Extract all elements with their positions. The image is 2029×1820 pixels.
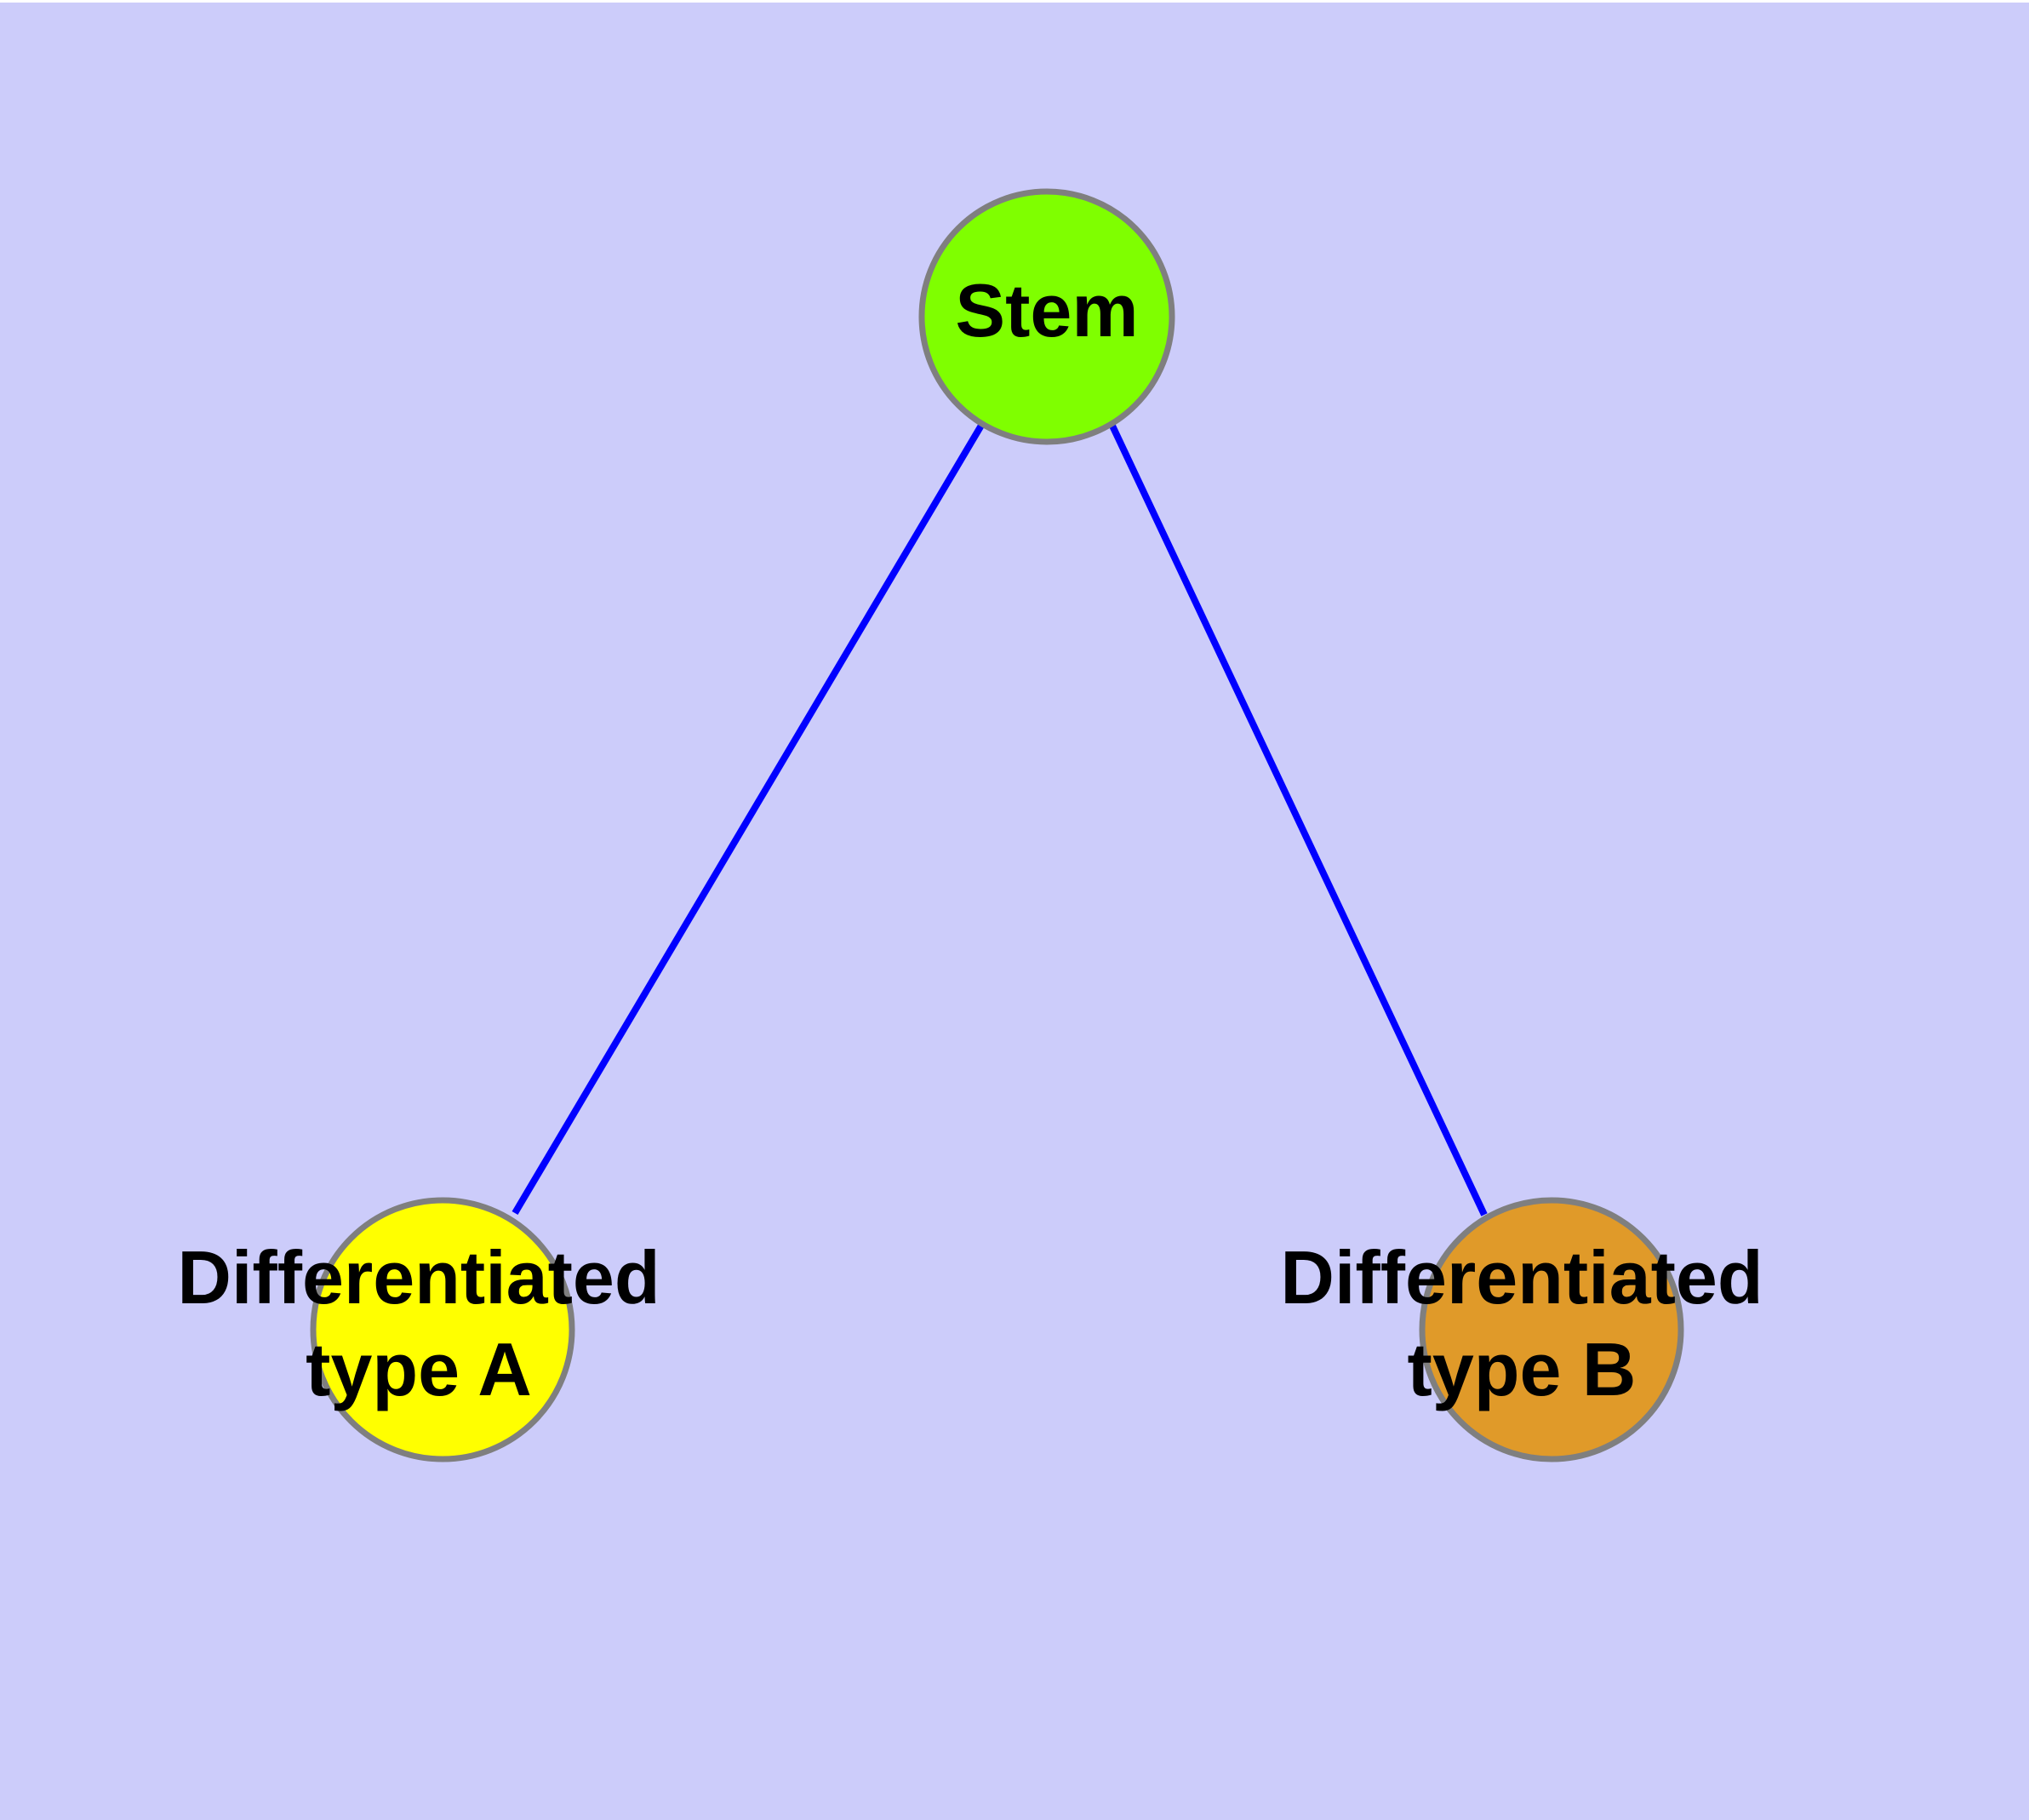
node-label-line: Stem xyxy=(955,268,1138,352)
node-differentiated-type-a[interactable] xyxy=(310,1197,575,1462)
edge-stem-to-diff-b xyxy=(1108,422,1488,1216)
node-label-line: type B xyxy=(1408,1327,1637,1411)
node-label-line: Differentiated xyxy=(177,1235,660,1319)
nodes-layer xyxy=(310,188,1684,1462)
node-label-line: Differentiated xyxy=(1280,1235,1763,1319)
node-label-stem: Stem xyxy=(955,268,1138,352)
edges-layer xyxy=(512,421,1488,1216)
node-differentiated-type-b[interactable] xyxy=(1419,1197,1684,1462)
node-stem[interactable] xyxy=(918,188,1175,445)
node-label-line: type A xyxy=(306,1327,532,1411)
edge-stem-to-diff-a xyxy=(512,421,986,1216)
